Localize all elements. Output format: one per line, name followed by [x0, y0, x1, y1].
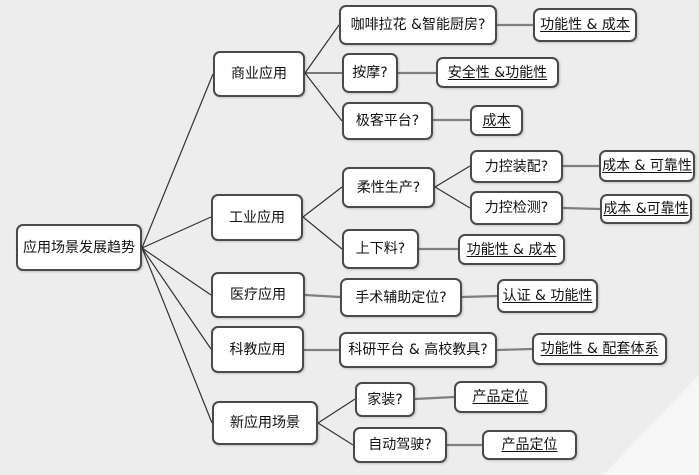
node-loading-unloading: 上下料? [342, 229, 419, 269]
node-commercial-applications: 商业应用 [213, 51, 305, 97]
connector-medical-surgical [304, 293, 341, 299]
node-label: 咖啡拉花 &智能厨房? [350, 17, 486, 33]
node-root-topic: 应用场景发展趋势 [16, 224, 142, 271]
node-kpi-product-positioning-1: 产品定位 [454, 381, 547, 413]
node-medical-applications: 医疗应用 [211, 272, 305, 318]
node-label: 成本 & 可靠性 [602, 158, 692, 174]
node-label: 功能性 & 成本 [466, 241, 557, 258]
node-kpi-certification-functionality: 认证 & 功能性 [497, 279, 598, 313]
node-kpi-cost: 成本 [470, 105, 523, 136]
node-kpi-cost-reliability-1: 成本 & 可靠性 [599, 150, 695, 182]
node-label: 医疗应用 [230, 287, 286, 303]
node-label: 科教应用 [229, 341, 286, 358]
connector-inspection-kpi [562, 206, 601, 211]
edge-industrial-flexible [302, 186, 343, 218]
node-label: 力控检测? [484, 200, 549, 216]
edge-root-commercial [141, 73, 214, 249]
node-geek-platform: 极客平台? [342, 102, 433, 140]
node-label: 认证 & 功能性 [502, 288, 593, 304]
node-research-platform-teaching-aids: 科研平台 & 高校教具? [339, 332, 497, 368]
node-new-application-scenarios: 新应用场景 [212, 401, 318, 445]
node-home-decoration: 家装? [355, 382, 415, 417]
node-force-control-inspection: 力控检测? [470, 191, 563, 225]
node-label: 家装? [367, 391, 403, 408]
node-label: 柔性生产? [356, 179, 421, 196]
node-label: 产品定位 [501, 437, 558, 453]
node-label: 功能性 & 配套体系 [540, 341, 659, 357]
node-label: 科研平台 & 高校教具? [348, 342, 488, 358]
edge-commercial-coffee [304, 24, 340, 74]
node-surgical-assist-positioning: 手术辅助定位? [340, 278, 462, 317]
node-flexible-production: 柔性生产? [342, 167, 435, 208]
node-kpi-functionality-cost-1: 功能性 & 成本 [533, 8, 637, 42]
edge-new-autonomous [317, 422, 354, 446]
node-sci-edu-applications: 科教应用 [211, 326, 304, 373]
node-label: 产品定位 [472, 389, 529, 405]
node-label: 功能性 & 成本 [540, 17, 630, 33]
edge-industrial-loading [302, 216, 343, 250]
node-autonomous-driving: 自动驾驶? [353, 427, 447, 463]
node-massage: 按摩? [342, 53, 398, 93]
node-label: 应用场景发展趋势 [23, 239, 135, 256]
edge-root-industrial [141, 216, 212, 249]
edge-flexible-assembly [434, 165, 471, 188]
node-kpi-cost-reliability-2: 成本 &可靠性 [600, 194, 692, 224]
edge-new-home [317, 398, 356, 424]
node-label: 极客平台? [355, 113, 420, 129]
node-kpi-functionality-cost-2: 功能性 & 成本 [458, 234, 565, 265]
node-label: 力控装配? [484, 158, 549, 175]
node-kpi-functionality-support-system: 功能性 & 配套体系 [532, 333, 667, 365]
edge-root-medical [141, 247, 212, 296]
node-label: 上下料? [355, 241, 406, 257]
edge-commercial-geek [304, 72, 343, 122]
node-kpi-product-positioning-2: 产品定位 [482, 430, 577, 460]
node-label: 商业应用 [231, 66, 287, 82]
node-label: 成本 &可靠性 [603, 201, 689, 217]
edge-flexible-inspection [434, 186, 471, 209]
node-label: 工业应用 [229, 209, 285, 226]
node-industrial-applications: 工业应用 [211, 194, 303, 241]
node-coffee-latte-smart-kitchen: 咖啡拉花 &智能厨房? [339, 5, 497, 45]
edge-root-sci-edu [141, 247, 212, 350]
connector-research-kpi [496, 347, 533, 352]
node-label: 安全性 &功能性 [447, 64, 548, 81]
node-force-control-assembly: 力控装配? [470, 150, 563, 183]
node-label: 自动驾驶? [368, 437, 432, 453]
node-label: 按摩? [352, 65, 388, 81]
edge-root-new-scenarios [141, 247, 213, 424]
node-label: 新应用场景 [230, 415, 300, 431]
connector-home-kpi [414, 395, 455, 401]
node-kpi-safety-functionality: 安全性 &功能性 [436, 57, 559, 88]
connector-surgical-kpi [461, 294, 498, 299]
node-label: 手术辅助定位? [355, 289, 447, 306]
node-label: 成本 [482, 112, 511, 129]
